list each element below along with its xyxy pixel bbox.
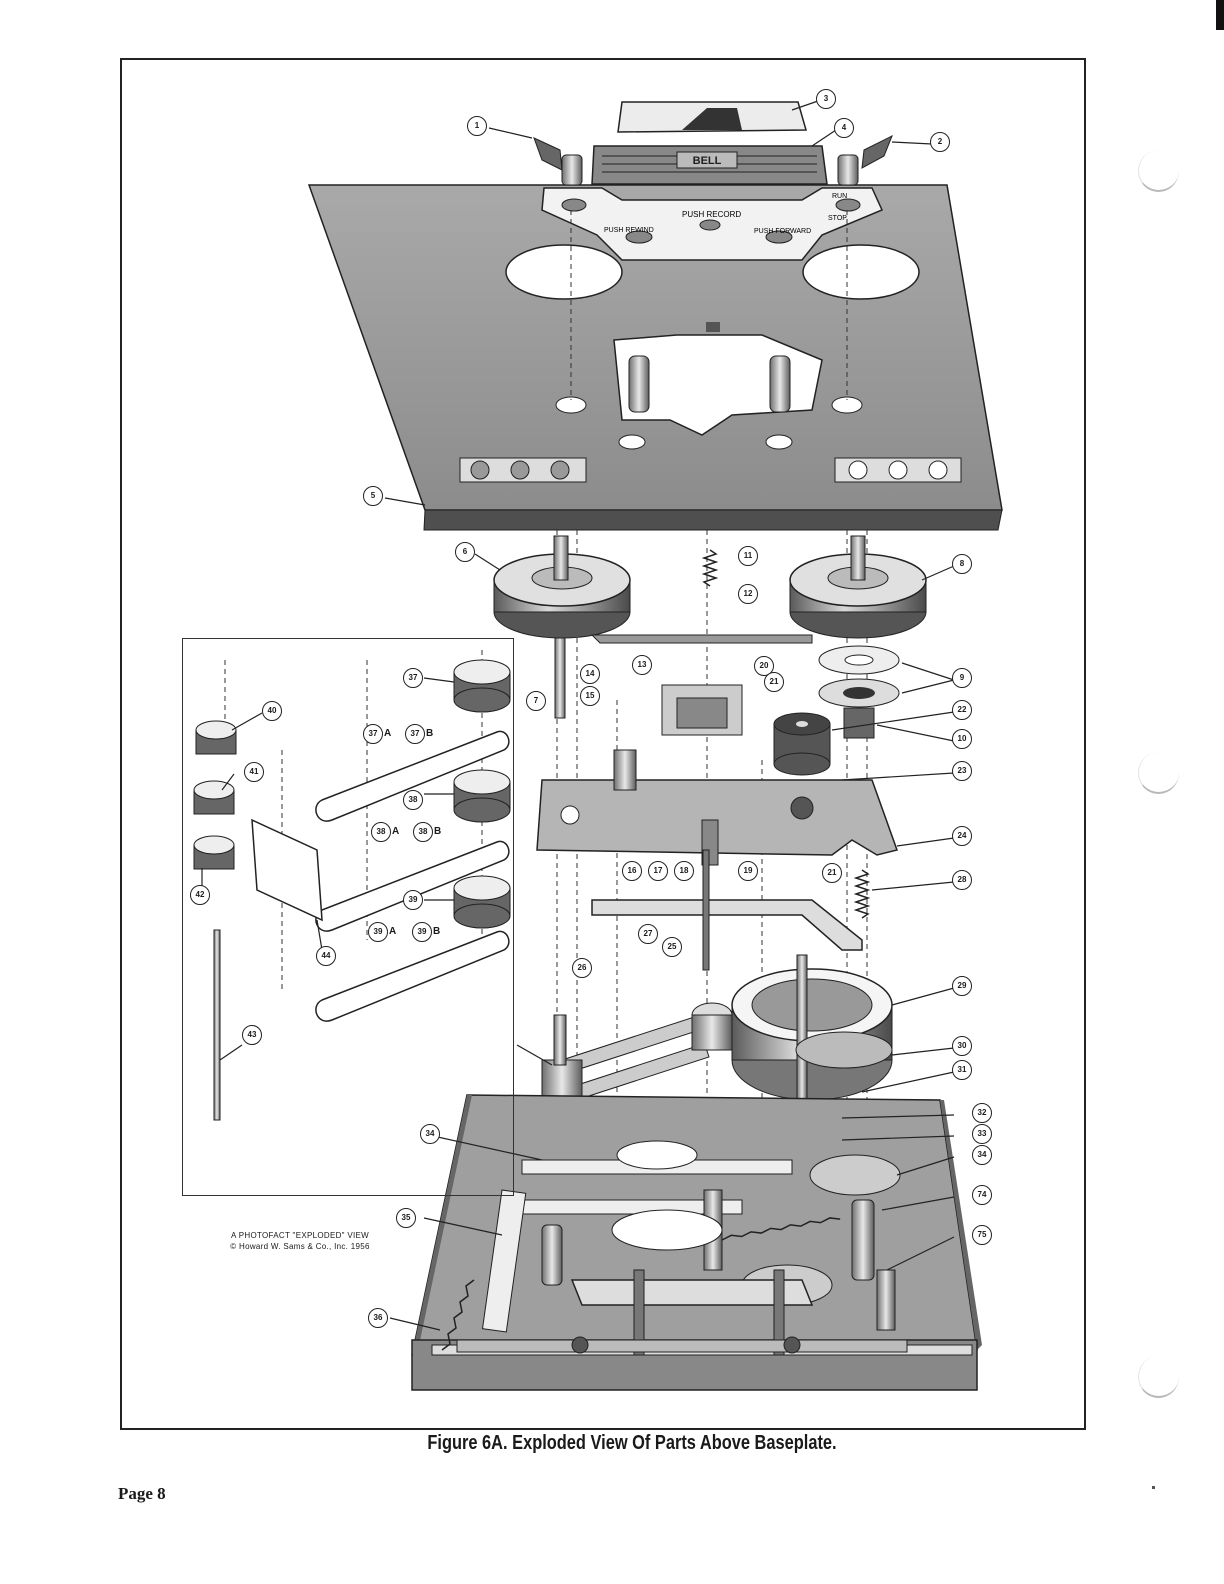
callout-8: 8 xyxy=(952,554,972,574)
callout-13: 13 xyxy=(632,655,652,675)
callout-39: 39 xyxy=(403,890,423,910)
credit-line-2: © Howard W. Sams & Co., Inc. 1956 xyxy=(230,1242,370,1251)
spring-top xyxy=(701,549,719,587)
control-panel: PUSH RECORD PUSH REWIND PUSH FORWARD RUN… xyxy=(541,187,884,261)
callout-43: 43 xyxy=(242,1025,262,1045)
callout-29: 29 xyxy=(952,976,972,996)
binder-hole-middle xyxy=(1138,752,1179,794)
callout-38a-suffix: A xyxy=(392,826,400,837)
page-speck xyxy=(1152,1486,1155,1489)
inset-parts xyxy=(193,659,511,1121)
credit-line-1: A PHOTOFACT "EXPLODED" VIEW xyxy=(231,1231,369,1240)
callout-37a-suffix: A xyxy=(384,728,392,739)
lever-arm xyxy=(591,899,863,951)
callout-5: 5 xyxy=(363,486,383,506)
callout-75: 75 xyxy=(972,1225,992,1245)
binder-hole-bottom xyxy=(1138,1356,1179,1398)
callout-36: 36 xyxy=(368,1308,388,1328)
callout-9: 9 xyxy=(952,668,972,688)
callout-34a: 34 xyxy=(420,1124,440,1144)
right-reel-table xyxy=(789,535,927,639)
callout-26: 26 xyxy=(572,958,592,978)
callout-17: 17 xyxy=(648,861,668,881)
callout-33: 33 xyxy=(972,1124,992,1144)
callout-37b-suffix: B xyxy=(426,728,434,739)
pinch-roller xyxy=(773,712,831,776)
panel-label-run: RUN xyxy=(832,193,847,200)
callout-25: 25 xyxy=(662,937,682,957)
callout-39b-suffix: B xyxy=(433,926,441,937)
callout-42: 42 xyxy=(190,885,210,905)
callout-2: 2 xyxy=(930,132,950,152)
photofact-credit: A PHOTOFACT "EXPLODED" VIEW © Howard W. … xyxy=(200,1230,400,1252)
callout-27: 27 xyxy=(638,924,658,944)
callout-38: 38 xyxy=(403,790,423,810)
callout-34b: 34 xyxy=(972,1145,992,1165)
callout-23: 23 xyxy=(952,761,972,781)
shaft xyxy=(702,849,710,971)
callout-6: 6 xyxy=(455,542,475,562)
callout-38a: 38 xyxy=(371,822,391,842)
panel-label-rewind: PUSH REWIND xyxy=(604,227,654,234)
page-edge-mark xyxy=(1216,0,1224,30)
callout-21b: 21 xyxy=(822,863,842,883)
exploded-view-drawing: PUSH RECORD PUSH REWIND PUSH FORWARD RUN… xyxy=(193,100,1003,1391)
panel-label-record: PUSH RECORD xyxy=(682,210,741,219)
callout-37a: 37 xyxy=(363,724,383,744)
callout-30: 30 xyxy=(952,1036,972,1056)
page-number: Page 8 xyxy=(118,1484,166,1503)
right-knob xyxy=(837,134,893,186)
spring-right xyxy=(853,869,871,919)
figure-frame: PUSH RECORD PUSH REWIND PUSH FORWARD RUN… xyxy=(120,58,1086,1430)
callout-21a: 21 xyxy=(764,672,784,692)
base-chassis xyxy=(411,1094,982,1391)
callout-38b: 38 xyxy=(413,822,433,842)
panel-label-forward: PUSH FORWARD xyxy=(754,228,811,235)
washers xyxy=(818,645,900,739)
callout-20: 20 xyxy=(754,656,774,676)
callout-22: 22 xyxy=(952,700,972,720)
idler-assembly xyxy=(541,1002,733,1106)
detail-inset-box xyxy=(182,638,514,1196)
callout-16: 16 xyxy=(622,861,642,881)
flywheel-housing xyxy=(731,954,893,1106)
callout-3: 3 xyxy=(816,89,836,109)
callout-19: 19 xyxy=(738,861,758,881)
callout-18: 18 xyxy=(674,861,694,881)
callout-28: 28 xyxy=(952,870,972,890)
callout-12: 12 xyxy=(738,584,758,604)
callout-1: 1 xyxy=(467,116,487,136)
callout-11: 11 xyxy=(738,546,758,566)
leader-lines xyxy=(201,100,955,1331)
callout-39a-suffix: A xyxy=(389,926,397,937)
callout-24: 24 xyxy=(952,826,972,846)
callout-14: 14 xyxy=(580,664,600,684)
callout-74: 74 xyxy=(972,1185,992,1205)
left-reel-table xyxy=(493,535,631,719)
callout-37: 37 xyxy=(403,668,423,688)
left-knob xyxy=(533,137,583,186)
head-cover: BELL xyxy=(591,101,828,185)
callout-38b-suffix: B xyxy=(434,826,442,837)
binder-hole-top xyxy=(1138,150,1179,192)
brand-label: BELL xyxy=(693,155,722,167)
callout-31: 31 xyxy=(952,1060,972,1080)
callout-37b: 37 xyxy=(405,724,425,744)
callout-7: 7 xyxy=(526,691,546,711)
panel-label-stop: STOP xyxy=(828,215,847,222)
callout-40: 40 xyxy=(262,701,282,721)
callout-39b: 39 xyxy=(412,922,432,942)
callout-41: 41 xyxy=(244,762,264,782)
callout-15: 15 xyxy=(580,686,600,706)
callout-32: 32 xyxy=(972,1103,992,1123)
callout-44: 44 xyxy=(316,946,336,966)
callout-10: 10 xyxy=(952,729,972,749)
callout-4: 4 xyxy=(834,118,854,138)
top-deck-plate xyxy=(307,184,1003,531)
figure-caption: Figure 6A. Exploded View Of Parts Above … xyxy=(427,1432,837,1454)
brake-band xyxy=(590,634,813,644)
callout-35: 35 xyxy=(396,1208,416,1228)
head-assembly xyxy=(661,684,743,736)
callout-39a: 39 xyxy=(368,922,388,942)
